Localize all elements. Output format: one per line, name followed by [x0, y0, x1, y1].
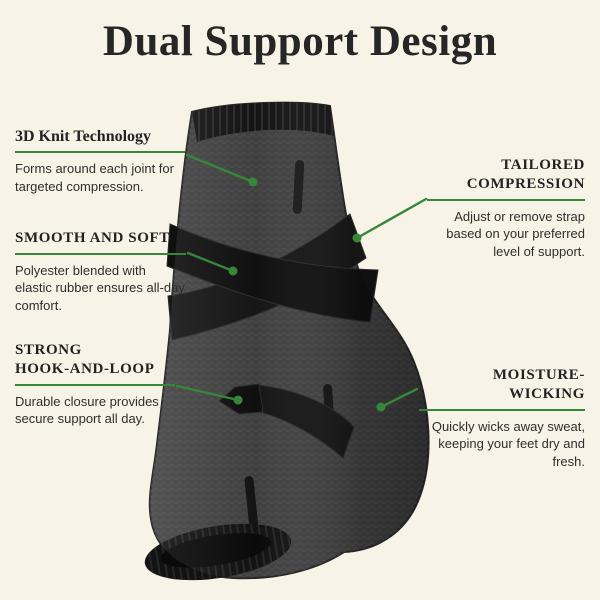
leader-line-hook: [175, 384, 240, 402]
callout-strong-hook-and-loop: STRONG HOOK-AND-LOOP Durable closure pro…: [15, 341, 175, 428]
callout-moisture-wicking: MOISTURE-WICKING Quickly wicks away swea…: [419, 366, 585, 470]
leader-line-tailored: [355, 197, 428, 240]
callout-dot-tailored: [352, 233, 362, 243]
callout-heading: TAILORED COMPRESSION: [427, 156, 585, 194]
callout-3d-knit: 3D Knit Technology Forms around each joi…: [15, 127, 185, 195]
leader-lines: [175, 153, 428, 412]
callout-underline: [15, 151, 185, 154]
leader-line-moisture: [379, 387, 419, 409]
callout-body: Durable closure provides secure support …: [15, 393, 159, 427]
callout-body: Quickly wicks away sweat, keeping your f…: [431, 418, 585, 469]
sleeve-shading: [149, 102, 429, 579]
callout-body: Forms around each joint for targeted com…: [15, 161, 174, 194]
callout-dot-knit: [248, 177, 258, 187]
callout-dot-smooth: [228, 266, 238, 276]
callout-heading: SMOOTH AND SOFT: [15, 230, 170, 246]
callout-dot-hook: [233, 395, 243, 405]
callout-heading-line: STRONG: [15, 342, 82, 358]
callout-heading: 3D Knit Technology: [15, 128, 152, 145]
callout-underline: [15, 383, 175, 386]
callout-heading: MOISTURE-WICKING: [492, 367, 585, 402]
callout-heading: STRONG HOOK-AND-LOOP: [15, 341, 175, 379]
callout-heading-line: TAILORED: [501, 157, 585, 173]
callout-body: Polyester blended with elastic rubber en…: [15, 262, 185, 313]
page-title: Dual Support Design: [102, 18, 498, 65]
callout-smooth-and-soft: SMOOTH AND SOFT Polyester blended with e…: [15, 229, 186, 314]
callout-dot-moisture: [376, 402, 386, 412]
callout-heading-line: COMPRESSION: [466, 175, 585, 192]
callout-underline: [427, 198, 585, 201]
leader-line-knit: [185, 153, 255, 184]
callout-tailored-compression: TAILORED COMPRESSION Adjust or remove st…: [427, 156, 585, 260]
callout-body: Adjust or remove strap based on your pre…: [446, 208, 585, 259]
callout-underline: [419, 408, 585, 411]
callout-underline: [15, 252, 186, 255]
callout-heading-line: HOOK-AND-LOOP: [15, 360, 155, 377]
leader-line-smooth: [186, 251, 235, 273]
